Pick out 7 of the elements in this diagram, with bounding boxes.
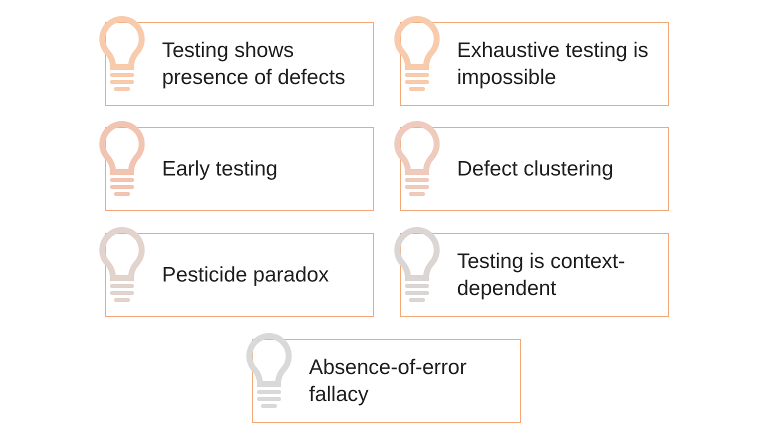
principle-text: Defect clustering (457, 156, 614, 182)
principle-text: Absence-of-error fallacy (309, 355, 468, 408)
principle-text: Exhaustive testing is impossible (457, 38, 650, 91)
principle-text: Testing is context-dependent (457, 249, 626, 302)
principle-text: Pesticide paradox (162, 262, 330, 288)
principle-text: Testing shows presence of defects (162, 38, 346, 91)
principle-text: Early testing (162, 156, 279, 182)
